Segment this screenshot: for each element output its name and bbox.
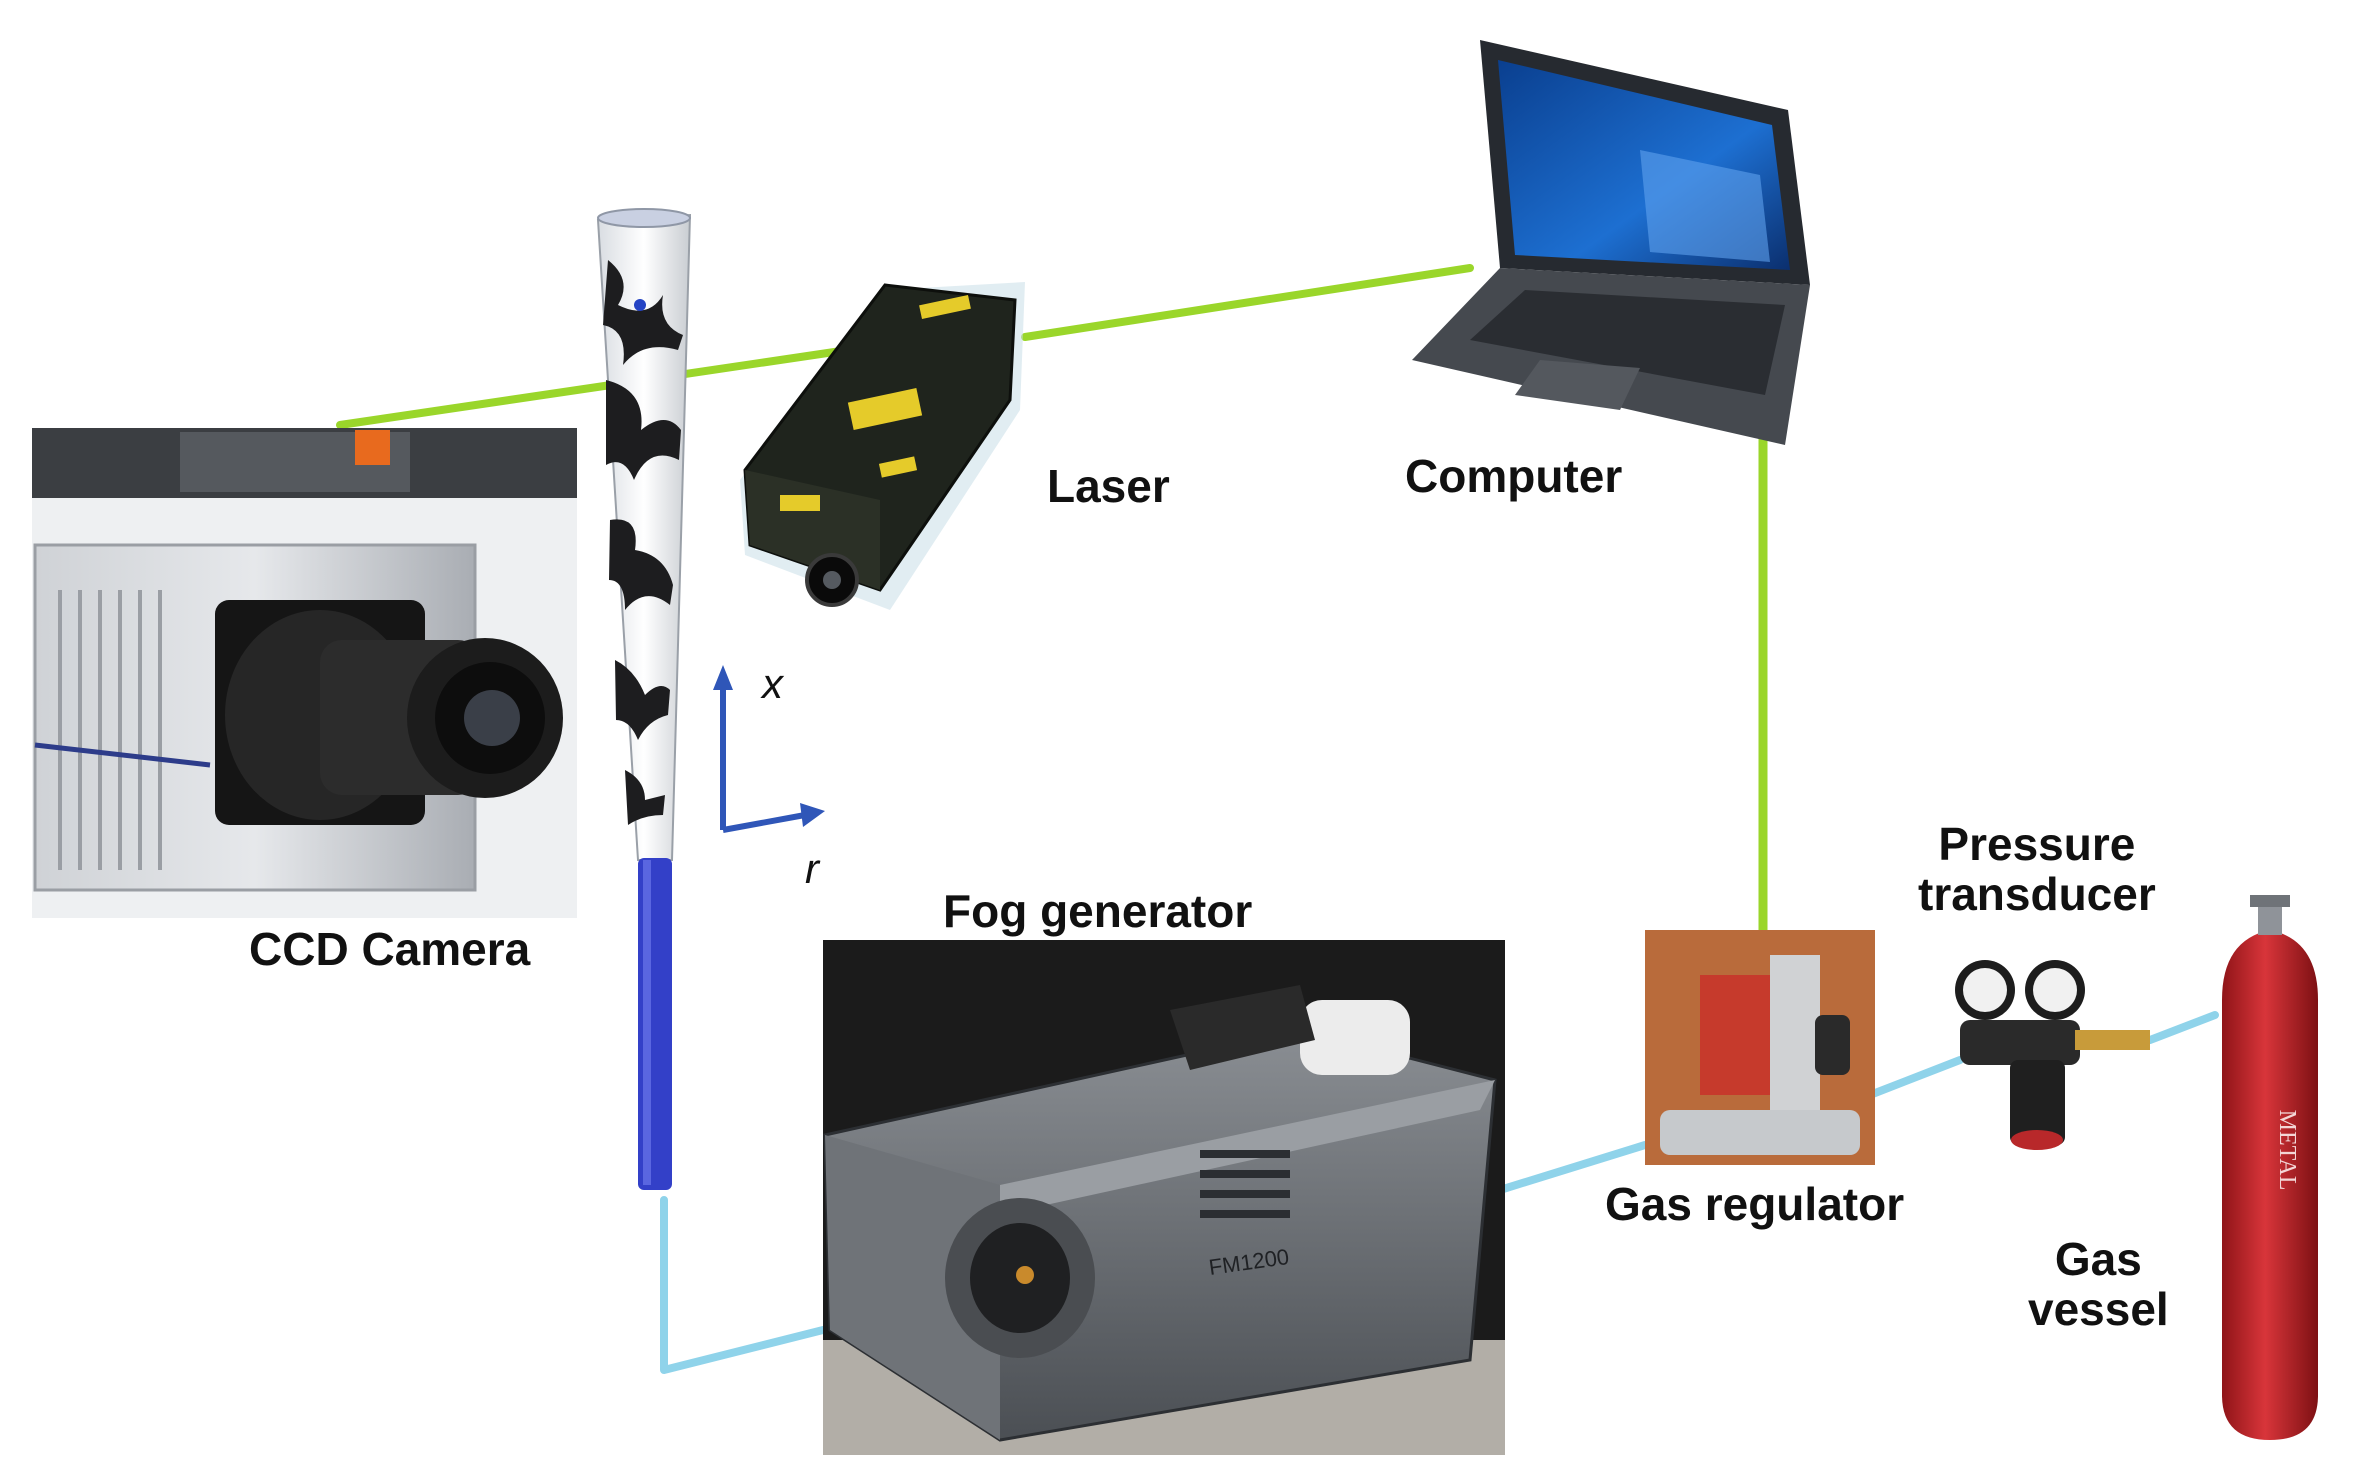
r-axis-arrow [722, 812, 806, 833]
fog-generator-photo: FM1200 [823, 940, 1505, 1455]
laser-photo [740, 282, 1025, 610]
fog-generator-label: Fog generator [943, 885, 1253, 937]
ccd-camera-label: CCD Camera [249, 923, 531, 975]
pressure-transducer-label-line2: transducer [1918, 867, 2156, 920]
jet-flow-column [596, 208, 692, 1190]
gas-vessel-photo: METAL [2222, 895, 2318, 1440]
gas-regulator-photo [1645, 930, 1875, 1165]
computer-label: Computer [1405, 450, 1623, 502]
computer-laptop [1412, 40, 1810, 445]
coordinate-axes [713, 665, 825, 833]
vessel-mark-text: METAL [2274, 1110, 2300, 1191]
jet-to-fog-gas-line [660, 1196, 827, 1374]
signal-lines [336, 264, 1768, 935]
gas-lines [660, 1011, 2219, 1374]
gas-vessel-label-line1: Gas [2054, 1233, 2142, 1285]
laser-label: Laser [1047, 460, 1170, 512]
ccd-camera-photo [32, 428, 577, 918]
gas-vessel-label-line2: vessel [2028, 1282, 2169, 1335]
gas-regulator-label: Gas regulator [1605, 1178, 1905, 1230]
transducer-to-vessel-gas-line [2146, 1011, 2219, 1044]
fog-to-regulator-gas-line [1496, 1141, 1649, 1194]
camera-to-laser-signal-line [336, 343, 872, 429]
x-axis-label: x [762, 660, 783, 707]
gas-vessel-label: Gas vessel [2028, 1233, 2169, 1335]
r-axis-label: r [805, 845, 819, 892]
laser-to-computer-signal-line [1021, 264, 1474, 341]
pressure-transducer-label: Pressure transducer [1918, 818, 2156, 920]
pressure-transducer-label-line1: Pressure [1938, 818, 2136, 870]
regulator-to-transducer-gas-line [1866, 1056, 1964, 1099]
pressure-transducer-photo [1955, 960, 2150, 1150]
